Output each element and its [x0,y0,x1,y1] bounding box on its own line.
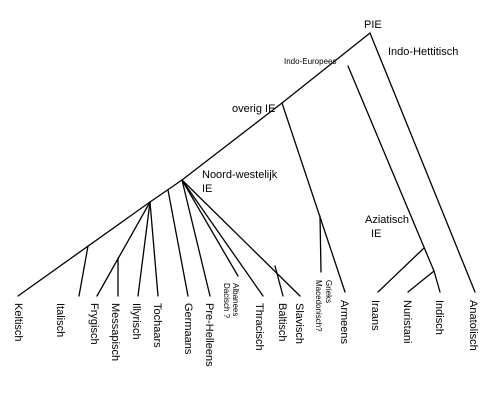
branch-to-thracisch [181,179,264,297]
branch-to-baltisch-slavisch [181,179,301,297]
label-noord-westelijk-ie-line2: IE [202,183,212,195]
branch-pie-to-indo-europees [281,32,371,104]
leaf-indisch: Indisch [433,300,445,335]
leaf-illyrisch: Illyrisch [130,303,142,340]
branch-noord-westelijk-to-keltisch-node [149,179,183,203]
leaf-frygisch: Frygisch [88,303,100,345]
branch-to-italisch [78,245,89,297]
leaf-grieks-line1: Grieks [324,280,333,303]
branch-to-pre-helleens [181,179,211,297]
label-noord-westelijk-ie-line1: Noord-westelijk [202,169,278,181]
branch-to-aziatisch-ie [347,65,435,272]
leaf-armeens: Armeens [338,300,350,345]
label-pie: PIE [364,19,382,31]
branch-to-tochaars [149,201,159,297]
leaf-iraans: Iraans [369,300,381,331]
leaf-macedonisch-line2: Macedonisch? [314,280,323,332]
leaf-italisch: Italisch [54,303,66,337]
branch-to-illyrisch [137,201,151,297]
label-indo-europees: Indo-Europees [284,57,336,66]
branch-to-albanees-dacisch [181,179,239,277]
label-overig-ie: overig IE [232,103,275,115]
branch-pie-to-anatolisch [369,32,476,293]
leaf-anatolisch: Anatolisch [467,300,479,351]
leaf-dacisch-line2: Dacisch ? [222,283,231,319]
leaf-slavisch: Slavisch [293,303,305,344]
leaf-germaans: Germaans [182,303,194,355]
leaf-messapisch: Messapisch [109,303,121,361]
branch-to-germaans [167,189,189,297]
branch-to-grieks-macedonisch [319,215,322,273]
branch-to-indisch [433,270,441,293]
branch-to-frygisch [96,201,151,297]
leaf-pre-helleens: Pre-Helleens [203,303,215,367]
leaf-baltisch: Baltisch [276,303,288,342]
branch-indo-europees-to-overig-ie [181,102,283,181]
label-aziatisch-ie-line1: Aziatisch [365,214,409,226]
leaf-albanees-line1: Albanees [231,283,240,316]
branch-to-armeens [281,102,346,293]
leaf-nuristani: Nuristani [401,300,413,343]
leaf-keltisch: Keltisch [12,303,24,342]
branch-to-baltisch [274,265,284,297]
branch-to-keltisch [17,201,151,297]
leaf-tochaars: Tochaars [151,303,163,348]
leaf-thracisch: Thracisch [253,303,265,351]
branch-to-nuristani [407,270,435,293]
label-indo-hettitisch: Indo-Hettitisch [388,46,458,58]
branch-to-iraans [377,247,425,293]
label-aziatisch-ie-line2: IE [371,228,381,240]
